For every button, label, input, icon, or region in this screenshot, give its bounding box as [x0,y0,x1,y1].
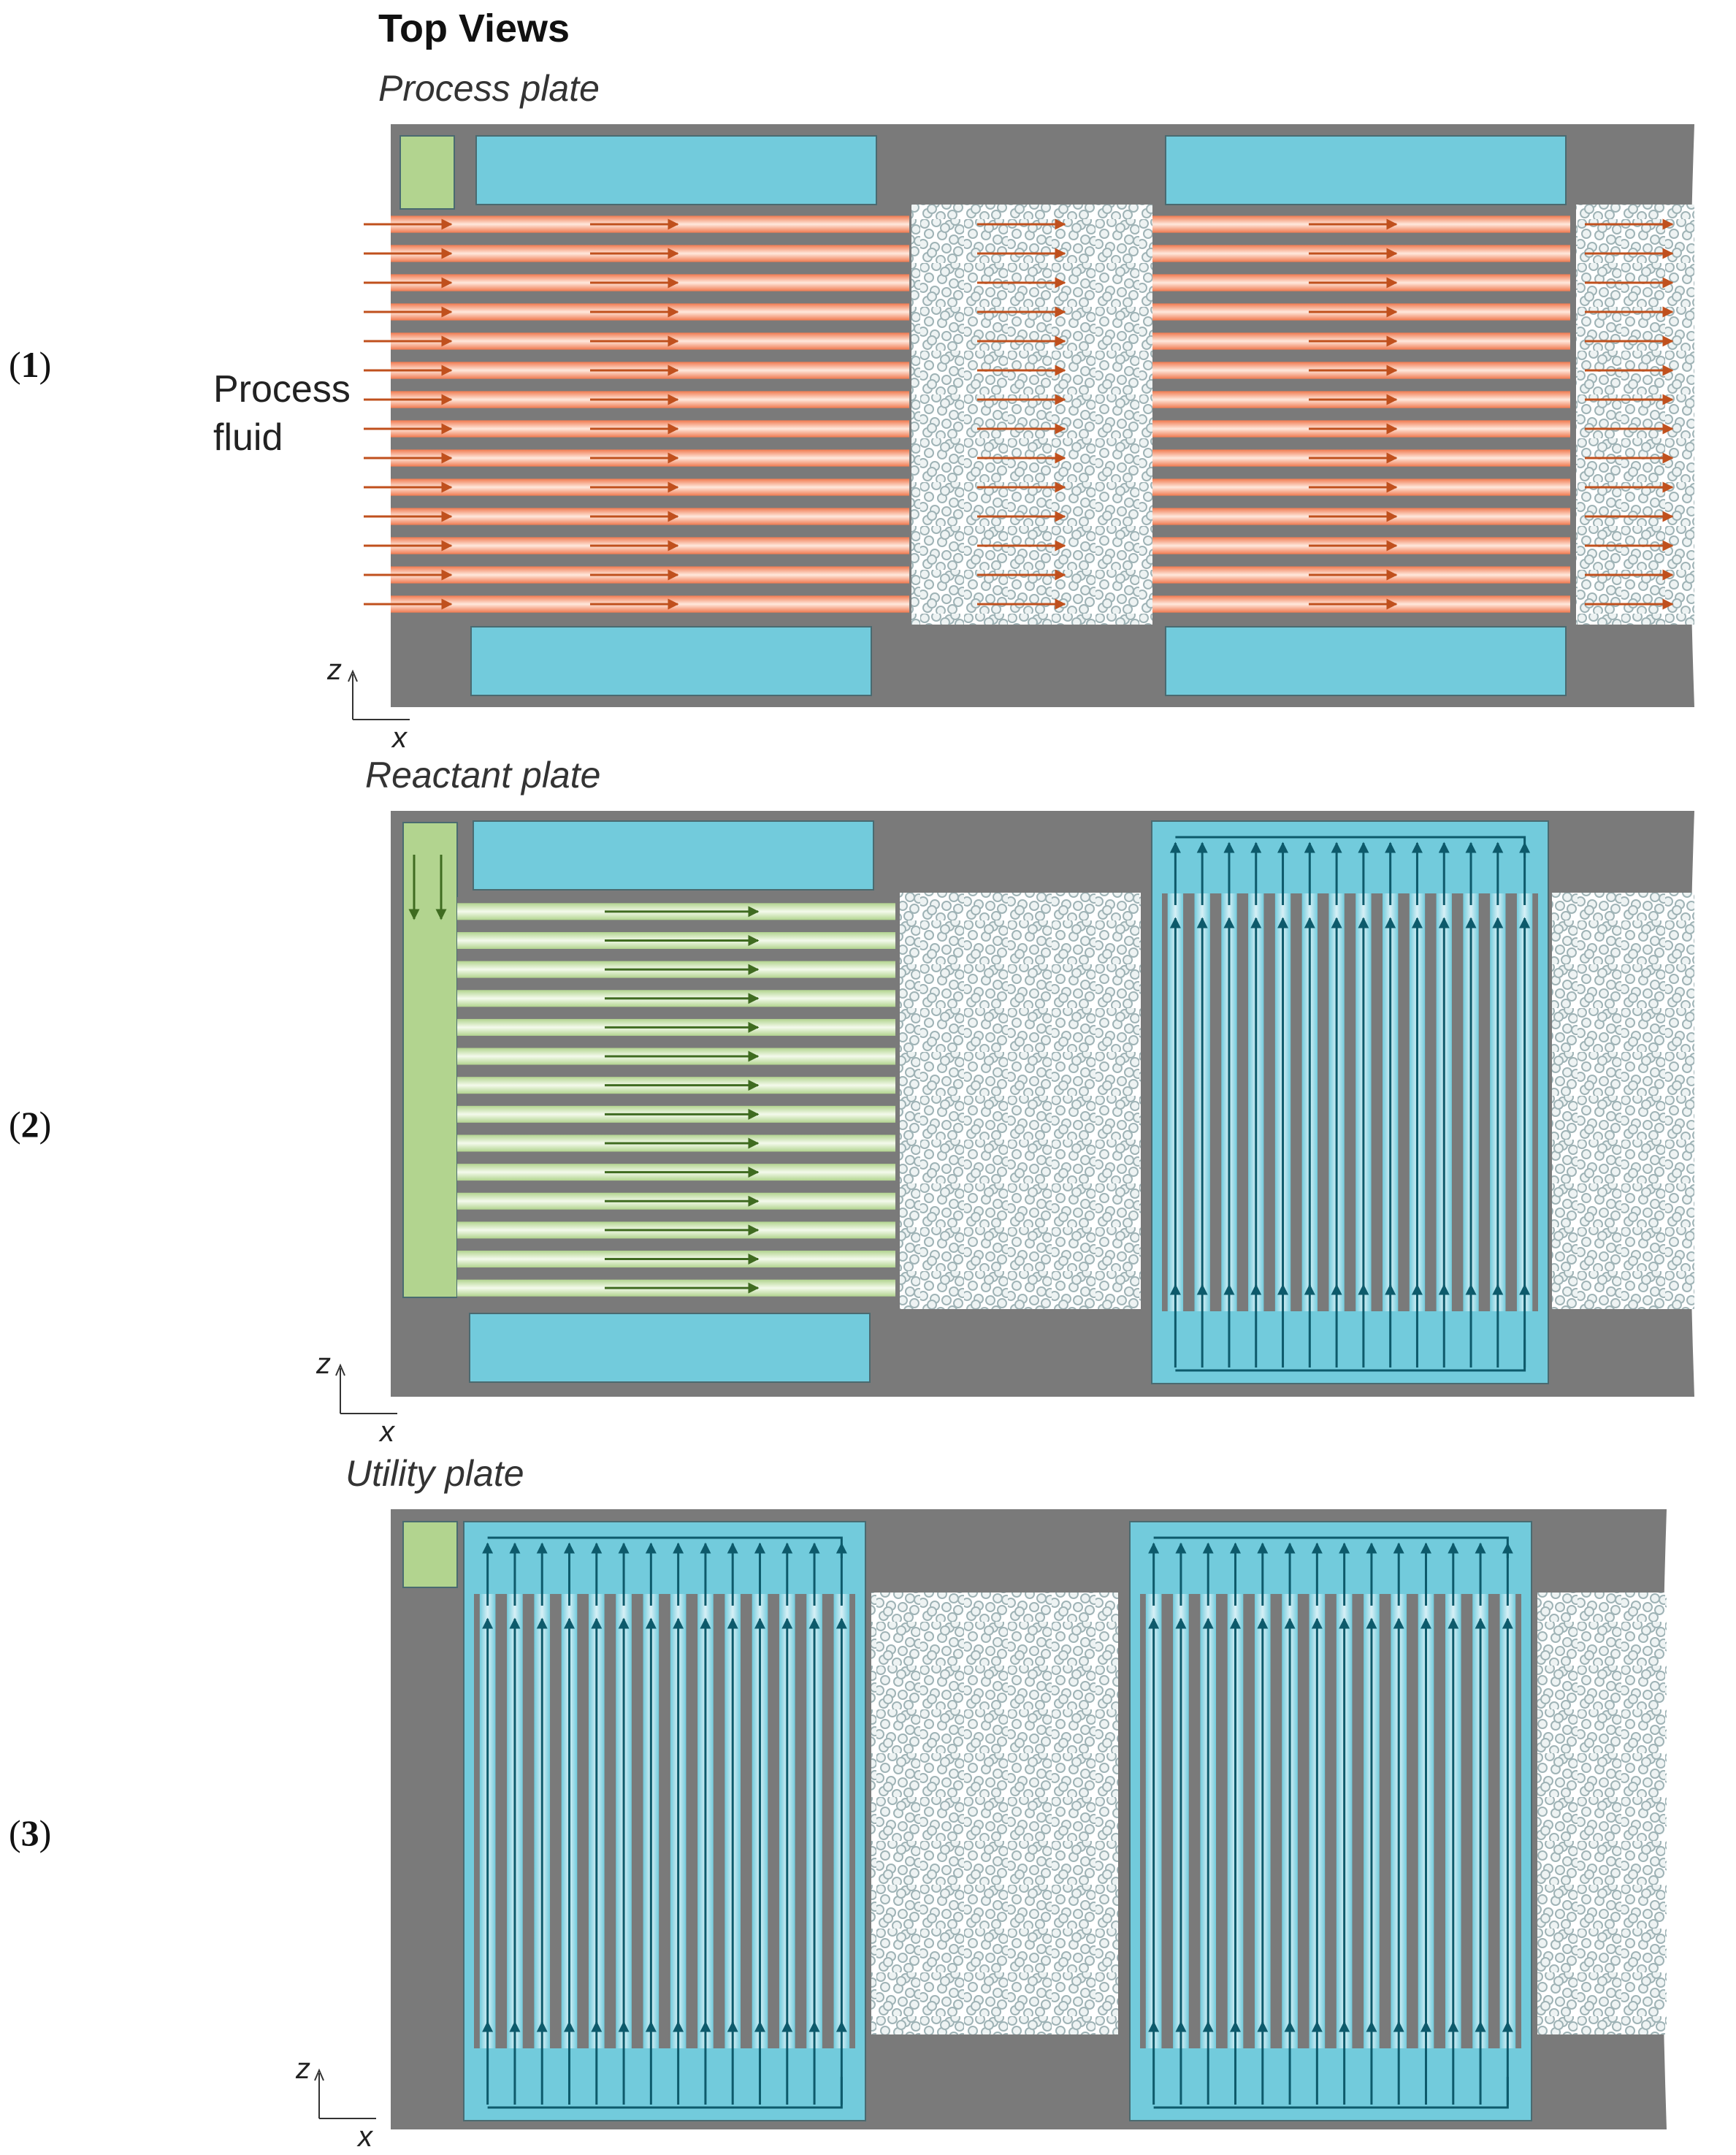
reactant-catalyst-bed-2 [1552,893,1694,1309]
process-channel-bank-1 [391,210,909,619]
utility-hx-2-inlet-header [1153,2077,1509,2109]
panel-number-2: (2) [9,1104,52,1145]
reactant-distribution-header [402,822,458,1298]
utility-reactant-header [402,1521,458,1588]
reactant-coolant-header-bottom [469,1313,871,1383]
axis-x-label-1: x [392,722,407,754]
reactant-hx-channel-bank [1162,893,1538,1311]
utility-catalyst-bed-1 [871,1593,1118,2034]
reactant-coolant-header-top [473,820,874,890]
utility-hx-1-outlet-header [487,1536,843,1558]
reactant-channel-bank [457,897,895,1302]
figure-heading: Top Views [378,7,570,50]
process-catalyst-bed-2 [1576,205,1694,625]
panel-number-1: (1) [9,344,52,385]
reactant-plate-title: Reactant plate [365,755,601,796]
process-fluid-label: Process fluid [213,365,351,462]
axes-2-z-arrowhead [335,1363,345,1376]
process-catalyst-bed-1 [911,205,1152,625]
process-coolant-header-bottom-1 [470,626,872,696]
process-channel-bank-2 [1152,210,1570,619]
utility-catalyst-bed-2 [1537,1593,1667,2034]
axis-z-label-2: z [316,1348,331,1380]
reactant-hx-outlet-header [1175,836,1526,858]
axis-z-label-1: z [327,654,342,686]
axis-x-label-3: x [358,2121,372,2153]
process-fluid-label-line2: fluid [213,416,283,459]
reactant-catalyst-bed-1 [900,893,1141,1309]
panel-number-3: (3) [9,1812,52,1853]
axis-x-label-2: x [380,1416,394,1448]
reactant-hx-inlet-header [1175,1340,1526,1372]
utility-hx-1-inlet-header [487,2077,843,2109]
process-fluid-label-line1: Process [213,368,351,411]
utility-hx-2-outlet-header [1153,1536,1509,1558]
axes-3-z-arrowhead [314,2068,324,2081]
utility-hx-1-channel-bank [474,1594,855,2048]
process-plate-title: Process plate [378,68,600,109]
process-reactant-header [399,135,455,210]
axis-z-label-3: z [296,2053,310,2085]
process-coolant-header-top-1 [475,135,877,205]
process-coolant-header-bottom-2 [1165,626,1567,696]
utility-hx-2-channel-bank [1140,1594,1521,2048]
process-coolant-header-top-2 [1165,135,1567,205]
utility-plate-title: Utility plate [345,1453,524,1494]
axes-1-z-arrowhead [348,669,358,682]
